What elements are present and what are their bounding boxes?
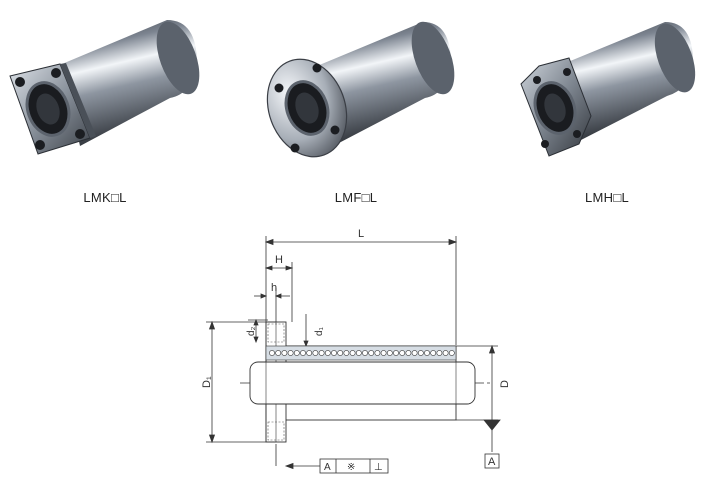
tolerance-datum: A <box>324 462 331 473</box>
ball <box>399 350 406 356</box>
ball <box>331 350 337 356</box>
ball <box>293 350 300 356</box>
bearing-section <box>249 321 476 443</box>
ball <box>312 350 319 356</box>
ball <box>318 350 325 356</box>
label-h: h <box>271 282 277 294</box>
ball <box>287 350 294 356</box>
ball <box>343 350 350 356</box>
ball <box>349 350 356 356</box>
ball <box>386 350 393 356</box>
tolerance-value: ※ <box>347 462 355 473</box>
ball <box>368 350 375 356</box>
product-lmf-label: LMF□L <box>334 190 378 205</box>
datum-box <box>484 453 500 469</box>
tolerance-symbol: ⊥ <box>374 462 383 473</box>
datum-label: A <box>488 456 496 468</box>
ball <box>275 350 282 356</box>
ball <box>442 350 449 356</box>
ball <box>380 350 387 356</box>
label-d1: d₁ <box>314 326 325 336</box>
tolerance-frame: A ※ ⊥ <box>319 458 389 474</box>
ball <box>417 350 424 356</box>
ball <box>448 350 455 356</box>
product-lmh-label: LMH□L <box>584 190 630 205</box>
ball <box>269 350 275 356</box>
label-L: L <box>358 228 364 240</box>
product-lmk-image <box>9 20 200 155</box>
ball <box>374 350 381 356</box>
ball <box>405 350 412 356</box>
ball <box>393 350 399 356</box>
product-lmk-label: LMK□L <box>83 190 127 205</box>
product-lmh-image <box>520 22 696 157</box>
ball <box>430 350 437 356</box>
label-D1: D₁ <box>201 376 213 388</box>
ball <box>424 350 430 356</box>
ball <box>306 350 313 356</box>
ball <box>300 350 306 356</box>
label-d2: d₂ <box>246 326 257 336</box>
label-H: H <box>275 254 283 266</box>
ball <box>411 350 418 356</box>
ball <box>337 350 344 356</box>
product-lmf-image <box>266 21 455 158</box>
ball <box>362 350 368 356</box>
ball <box>436 350 443 356</box>
label-D: D <box>499 380 511 388</box>
ball <box>324 350 331 356</box>
ball <box>281 350 288 356</box>
ball <box>355 350 362 356</box>
